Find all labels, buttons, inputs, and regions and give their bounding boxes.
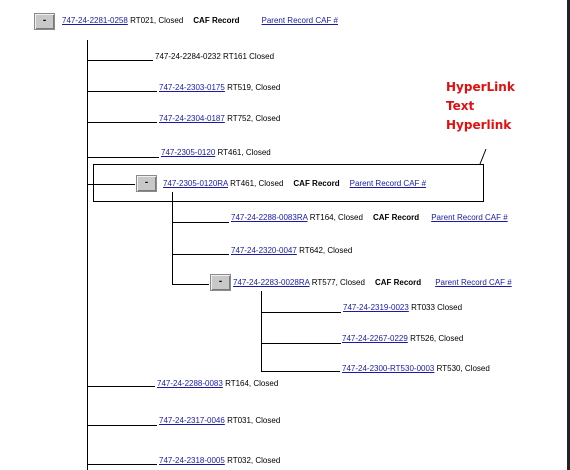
- tree-row: 747-24-2288-0083 RT164, Closed: [157, 379, 278, 389]
- record-link[interactable]: 747-2305-0120RA: [163, 179, 228, 188]
- window-border: [567, 0, 570, 470]
- record-status: RT031, Closed: [224, 416, 281, 425]
- caf-record-label: CAF Record: [193, 16, 240, 25]
- connector: [172, 254, 229, 255]
- tree-row: 747-24-2320-0047 RT642, Closed: [231, 246, 352, 256]
- connector: [261, 312, 341, 313]
- record-link[interactable]: 747-24-2267-0229: [342, 334, 408, 343]
- tree-row: 747-24-2288-0083RA RT164, Closed CAF Reco…: [231, 213, 508, 223]
- caf-record-label: CAF Record: [293, 179, 340, 188]
- tree-trunk: [87, 40, 88, 470]
- annotation-line: Text: [446, 99, 475, 113]
- record-status: RT164, Closed: [307, 213, 363, 222]
- record-link[interactable]: 747-24-2303-0175: [159, 83, 225, 92]
- tree-row: 747-24-2267-0229 RT526, Closed: [342, 334, 463, 344]
- parent-record-link[interactable]: Parent Record CAF #: [431, 213, 508, 222]
- record-status: RT032, Closed: [224, 456, 281, 465]
- parent-record-link[interactable]: Parent Record CAF #: [435, 278, 512, 287]
- highlight-box: [93, 164, 484, 202]
- tree-row: 747-24-2303-0175 RT519, Closed: [159, 83, 280, 93]
- connector: [261, 371, 340, 372]
- tree-row: 747-2305-0120 RT461, Closed: [161, 148, 271, 158]
- tree-row: 747-24-2304-0187 RT752, Closed: [159, 114, 280, 124]
- tree-row-sub2: 747-24-2283-0028RA RT577, Closed CAF Reco…: [233, 278, 512, 288]
- record-status: RT021, Closed: [127, 16, 184, 25]
- collapse-toggle-sub1[interactable]: -: [136, 175, 157, 192]
- record-status: RT519, Closed: [224, 83, 281, 92]
- tree-row: 747-24-2318-0005 RT032, Closed: [159, 456, 280, 466]
- record-link[interactable]: 747-24-2283-0028RA: [233, 278, 310, 287]
- record-link[interactable]: 747-24-2319-0023: [343, 303, 409, 312]
- parent-record-link[interactable]: Parent Record CAF #: [349, 179, 427, 188]
- tree-row: 747-24-2317-0046 RT031, Closed: [159, 416, 280, 426]
- connector: [87, 464, 157, 465]
- connector: [87, 157, 159, 158]
- record-status: RT530, Closed: [434, 364, 490, 373]
- tree-row-root: 747-24-2281-0258 RT021, Closed CAF Record…: [62, 16, 338, 26]
- connector: [261, 343, 341, 344]
- connector: [87, 425, 157, 426]
- record-link[interactable]: 747-24-2288-0083RA: [231, 213, 308, 222]
- record-status: RT164, Closed: [222, 379, 279, 388]
- connector: [87, 386, 155, 387]
- tree-row: 747-24-2284-0232 RT161 Closed: [155, 52, 274, 62]
- record-link[interactable]: 747-24-2288-0083: [157, 379, 223, 388]
- connector: [172, 284, 209, 285]
- connector: [87, 122, 157, 123]
- connector: [87, 184, 135, 185]
- collapse-toggle-root[interactable]: -: [34, 13, 55, 30]
- caf-record-label: CAF Record: [374, 278, 422, 287]
- annotation-pointer: [479, 148, 487, 165]
- annotation-line: HyperLink: [446, 80, 515, 94]
- record-status: RT752, Closed: [224, 114, 281, 123]
- record-status: RT461, Closed: [227, 179, 284, 188]
- caf-record-label: CAF Record: [372, 213, 420, 222]
- tree-row-sub1: 747-2305-0120RA RT461, Closed CAF Record P…: [163, 179, 426, 189]
- annotation-line: Hyperlink: [446, 118, 512, 132]
- connector: [172, 222, 229, 223]
- connector: [87, 91, 157, 92]
- record-link[interactable]: 747-24-2320-0047: [231, 246, 297, 255]
- record-link[interactable]: 747-24-2300-RT530-0003: [342, 364, 435, 373]
- connector: [87, 60, 153, 61]
- sub2-branch: [261, 291, 262, 371]
- tree-row: 747-24-2319-0023 RT033 Closed: [343, 303, 462, 313]
- record-link[interactable]: 747-24-2304-0187: [159, 114, 225, 123]
- record-status: RT577, Closed: [309, 278, 365, 287]
- parent-record-link[interactable]: Parent Record CAF #: [261, 16, 338, 25]
- record-status: RT642, Closed: [296, 246, 353, 255]
- record-status: RT526, Closed: [407, 334, 464, 343]
- record-text: 747-24-2284-0232 RT161 Closed: [155, 52, 275, 61]
- record-link[interactable]: 747-2305-0120: [161, 148, 216, 157]
- record-status: RT033 Closed: [408, 303, 463, 312]
- record-link[interactable]: 747-24-2318-0005: [159, 456, 225, 465]
- collapse-toggle-sub2[interactable]: -: [210, 274, 231, 291]
- record-link[interactable]: 747-24-2317-0046: [159, 416, 225, 425]
- annotation-label: HyperLink Text Hyperlink: [446, 78, 515, 135]
- tree-row: 747-24-2300-RT530-0003 RT530, Closed: [342, 364, 490, 374]
- record-link[interactable]: 747-24-2281-0258: [62, 16, 128, 25]
- sub1-branch: [172, 192, 173, 284]
- record-status: RT461, Closed: [215, 148, 271, 157]
